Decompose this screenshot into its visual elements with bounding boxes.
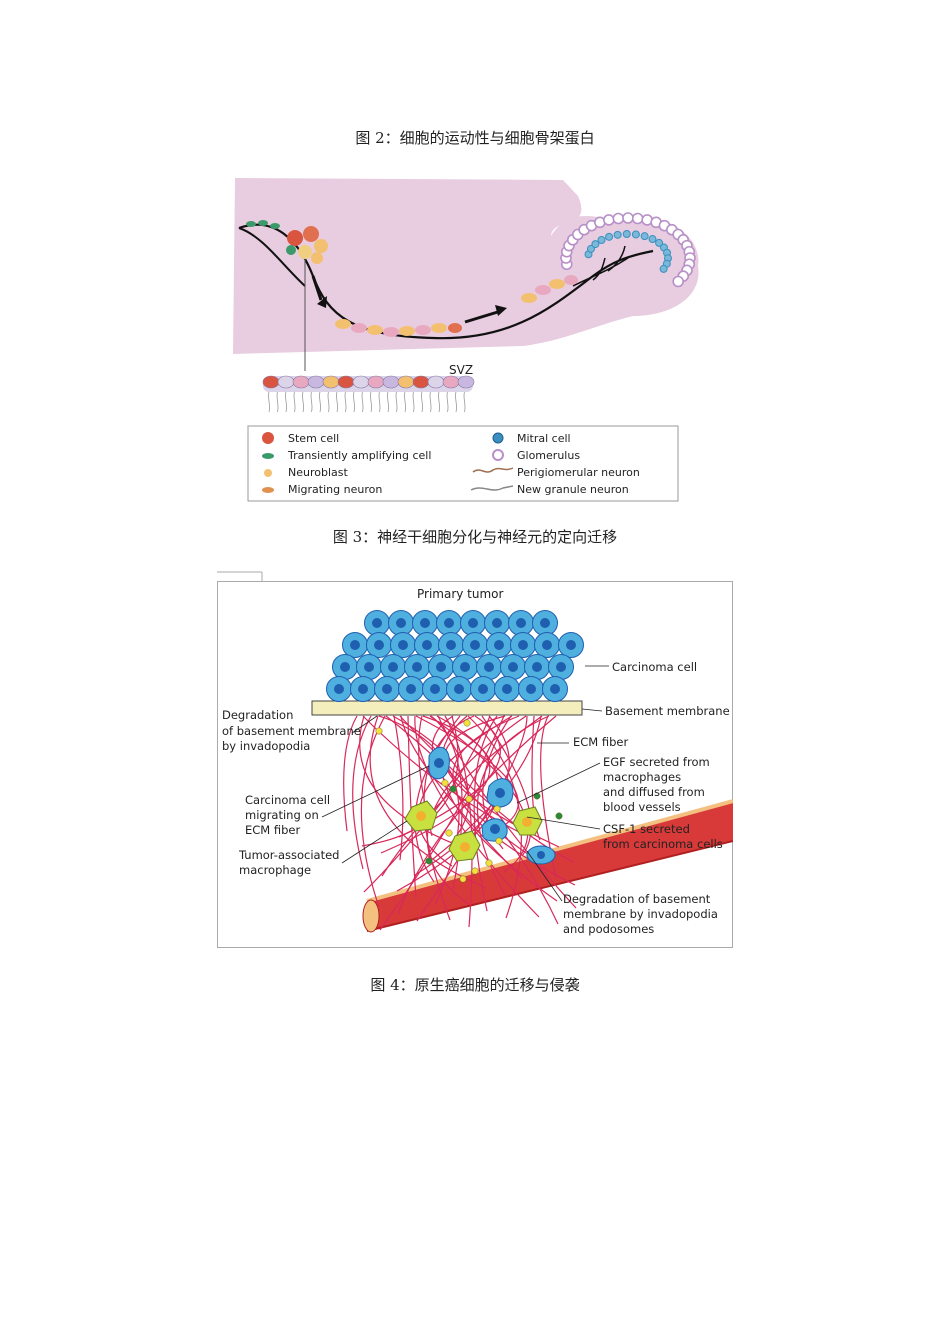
- legend-stem-cell: Stem cell: [288, 432, 339, 445]
- label-deg2-1: Degradation of basement: [563, 892, 711, 906]
- migrating-neuroblasts: [335, 275, 578, 337]
- glomerulus-icon: [492, 449, 504, 461]
- label-csf-2: from carcinoma cells: [603, 837, 723, 851]
- label-egf-3: and diffused from: [603, 785, 705, 799]
- migrating-neuron-icon: [262, 487, 274, 493]
- figure-2-caption: 图 2：细胞的运动性与细胞骨架蛋白: [355, 129, 595, 147]
- label-egf-1: EGF secreted from: [603, 755, 710, 769]
- figure-4-tumor-invasion-diagram: Primary tumor Carcinoma cell Basement me…: [217, 571, 733, 948]
- label-egf-2: macrophages: [603, 770, 681, 784]
- label-migrating-1: Carcinoma cell: [245, 793, 330, 807]
- blood-vessel: [362, 799, 733, 933]
- svz-label: SVZ: [449, 363, 473, 377]
- legend-glomerulus: Glomerulus: [517, 449, 580, 462]
- primary-tumor-cells: [326, 610, 584, 702]
- figure-3-neural-migration-diagram: SVZ Stem cell Transiently amplifying cel…: [233, 178, 699, 502]
- label-egf-4: blood vessels: [603, 800, 681, 814]
- mitral-cell-icon: [492, 432, 504, 444]
- label-deg2-2: membrane by invadopodia: [563, 907, 718, 921]
- label-ecm-fiber: ECM fiber: [573, 735, 628, 749]
- label-basement-membrane: Basement membrane: [605, 704, 730, 718]
- label-migrating-2: migrating on: [245, 808, 319, 822]
- granule-neuron-icon: [470, 485, 514, 491]
- olfactory-bulb-glomeruli: [560, 212, 696, 288]
- neuroblast-icon: [264, 469, 272, 477]
- transient-cells-path: [246, 220, 280, 229]
- legend-transient: Transiently amplifying cell: [287, 449, 431, 462]
- periglomerular-neuron-icon: [472, 467, 514, 473]
- legend-granule: New granule neuron: [517, 483, 629, 496]
- label-degradation-2: of basement membrane: [222, 724, 361, 738]
- label-migrating-3: ECM fiber: [245, 823, 300, 837]
- label-tam-2: macrophage: [239, 863, 311, 877]
- migrating-carcinoma-cells: [428, 746, 556, 865]
- figure-4-caption: 图 4：原生癌细胞的迁移与侵袭: [370, 976, 580, 994]
- tumor-associated-macrophages: [404, 800, 543, 862]
- legend-periglomerular: Perigiomerular neuron: [517, 466, 640, 479]
- stem-cell-cluster: [286, 226, 328, 264]
- label-degradation-1: Degradation: [222, 708, 293, 722]
- label-degradation-3: by invadopodia: [222, 739, 310, 753]
- growth-factor-dots: [375, 719, 563, 883]
- legend-box: [247, 425, 679, 502]
- stem-cell-icon: [262, 432, 274, 444]
- transient-cell-icon: [262, 453, 274, 459]
- brain-tissue: [233, 178, 699, 354]
- figure-3-caption: 图 3：神经干细胞分化与神经元的定向迁移: [332, 528, 618, 546]
- label-tam-1: Tumor-associated: [238, 848, 339, 862]
- label-carcinoma-cell: Carcinoma cell: [612, 660, 697, 674]
- legend-migrating: Migrating neuron: [288, 483, 382, 496]
- legend-neuroblast: Neuroblast: [288, 466, 348, 479]
- label-deg2-3: and podosomes: [563, 922, 654, 936]
- primary-tumor-title: Primary tumor: [417, 587, 504, 601]
- basement-membrane: [311, 700, 583, 716]
- svz-layer: [262, 375, 475, 413]
- legend-mitral: Mitral cell: [517, 432, 571, 445]
- label-csf-1: CSF-1 secreted: [603, 822, 690, 836]
